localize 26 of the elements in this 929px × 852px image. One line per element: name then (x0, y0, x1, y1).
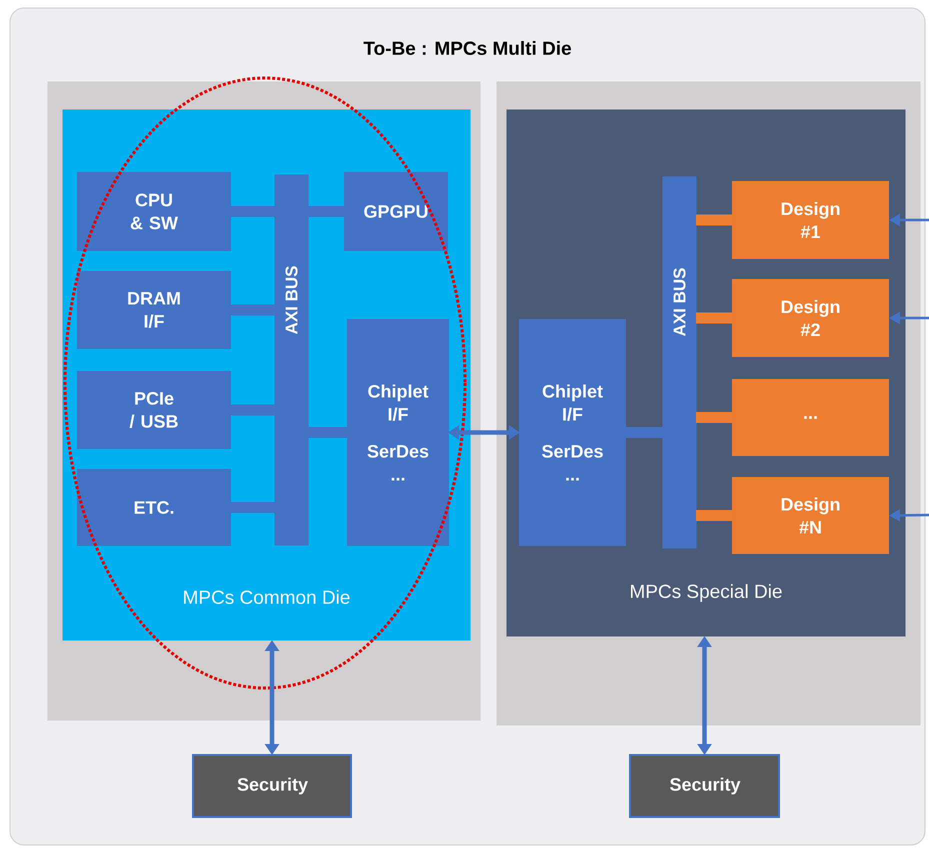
connector-bar (696, 312, 733, 324)
block-box: GPGPU (344, 172, 448, 251)
design-box: Design #2 (732, 279, 889, 357)
design-box: Design #1 (732, 181, 889, 259)
connector-bar (696, 510, 733, 521)
design-box: Design #N (732, 477, 889, 554)
connector-bar (696, 412, 733, 423)
block-box: ETC. (77, 469, 231, 546)
block-box: CPU & SW (77, 172, 231, 251)
block-box: Chiplet I/F SerDes ... (519, 319, 626, 546)
connector-bar (696, 214, 733, 226)
connector-bar (625, 427, 663, 438)
block-box: PCIe / USB (77, 371, 231, 449)
security-box: Security (629, 754, 780, 818)
block-box: DRAM I/F (77, 271, 231, 349)
security-box: Security (192, 754, 352, 818)
design-box: ... (732, 379, 889, 456)
connector-bar (230, 206, 275, 217)
connector-bar (308, 206, 345, 217)
connector-bar (230, 502, 275, 513)
bus-bar: AXI BUS (274, 174, 308, 546)
connector-bar (230, 304, 275, 316)
block-box: Chiplet I/F SerDes ... (347, 319, 449, 546)
connector-bar (308, 427, 348, 438)
connector-bar (230, 404, 275, 416)
bus-bar: AXI BUS (662, 176, 696, 548)
